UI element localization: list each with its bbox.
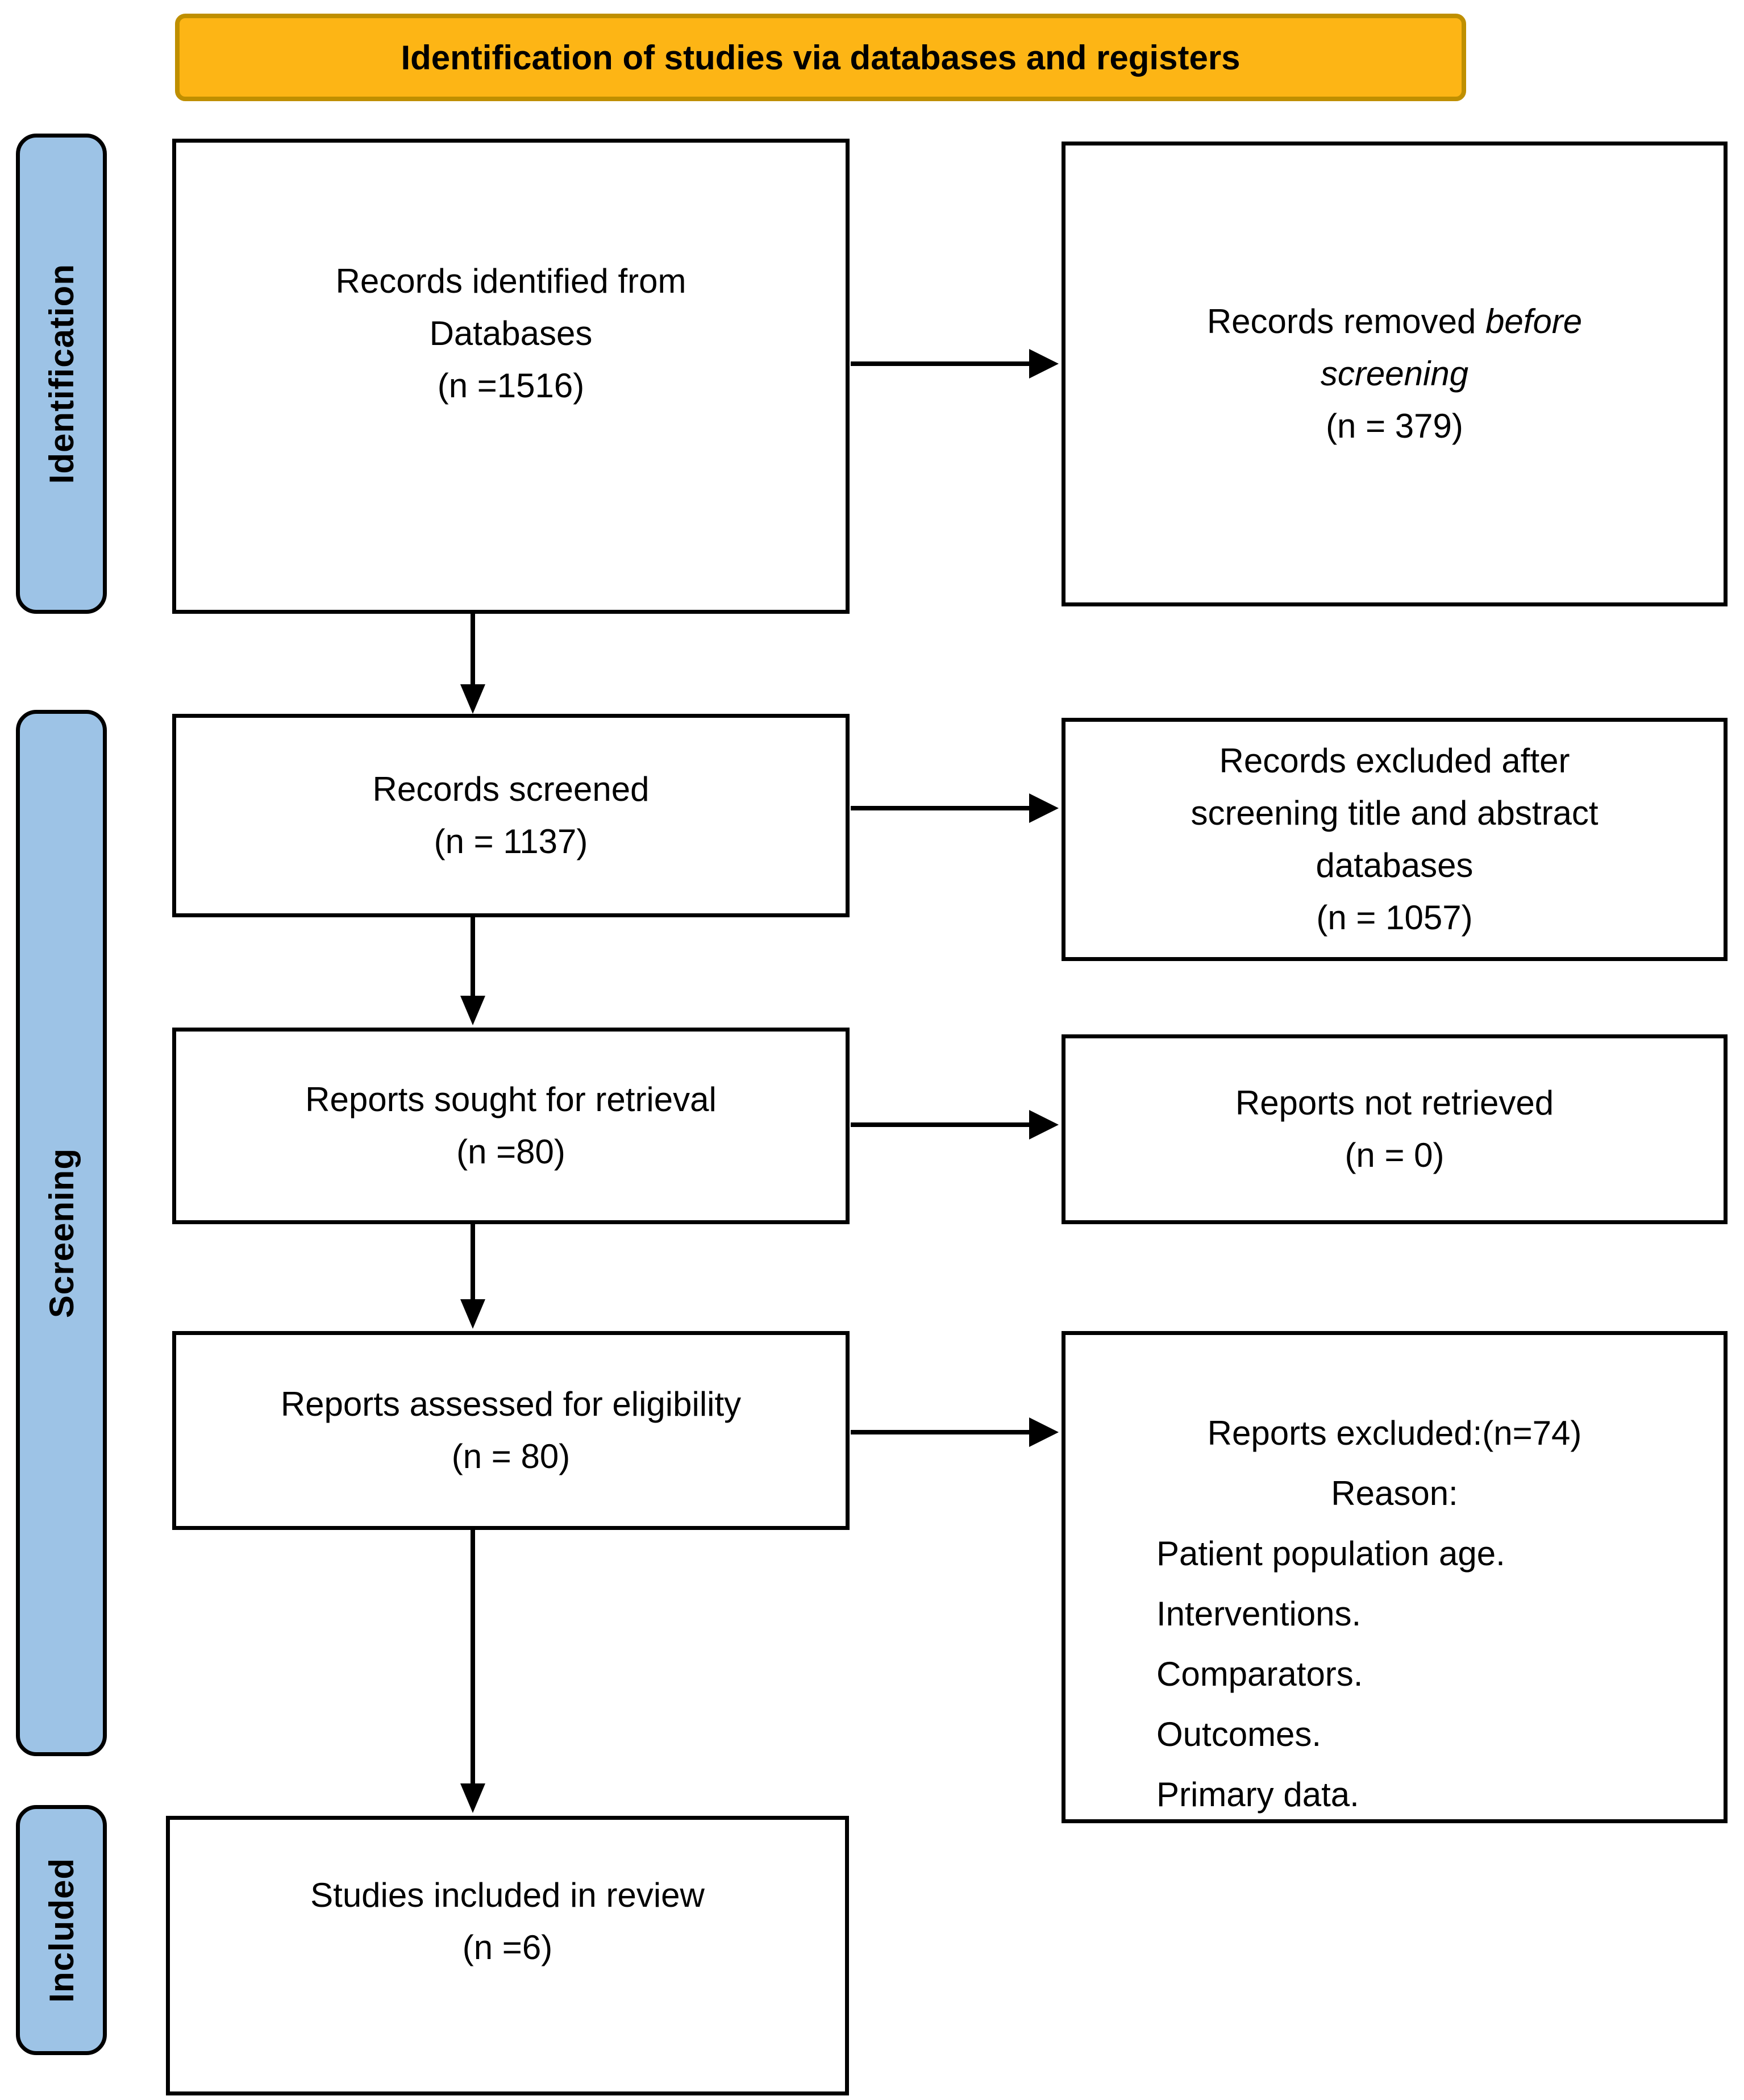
stage-included: Included xyxy=(16,1805,107,2055)
arrow-shaft xyxy=(471,1224,475,1300)
stage-identification-label: Identification xyxy=(42,263,81,484)
records-removed-count: (n = 379) xyxy=(1326,407,1463,445)
reports-sought-line: Reports sought for retrieval xyxy=(305,1080,717,1118)
arrow-shaft xyxy=(851,1122,1033,1127)
reason-item: Primary data. xyxy=(1156,1775,1359,1814)
box-records-screened: Records screened (n = 1137) xyxy=(172,714,850,917)
reason-item: Outcomes. xyxy=(1156,1715,1322,1753)
arrow-shaft xyxy=(471,1530,475,1785)
box-records-identified: Records identified from Databases (n =15… xyxy=(172,139,850,614)
arrow-sought-to-not-retrieved xyxy=(851,1110,1059,1140)
box-reports-not-retrieved: Reports not retrieved (n = 0) xyxy=(1062,1034,1728,1224)
records-excluded-line: databases xyxy=(1316,846,1474,884)
box-records-excluded: Records excluded after screening title a… xyxy=(1062,718,1728,961)
box-reports-excluded: Reports excluded:(n=74) Reason: Patient … xyxy=(1062,1331,1728,1823)
records-identified-count: (n =1516) xyxy=(437,367,585,405)
reason-item: Comparators. xyxy=(1156,1655,1363,1693)
arrow-down-head xyxy=(460,1299,485,1329)
records-screened-count: (n = 1137) xyxy=(434,822,588,860)
arrow-identified-to-removed xyxy=(851,349,1059,379)
box-studies-included: Studies included in review (n =6) xyxy=(166,1816,849,2095)
banner-identification-of-studies: Identification of studies via databases … xyxy=(175,14,1466,101)
reports-sought-count: (n =80) xyxy=(456,1133,565,1171)
records-removed-line: Records removed before xyxy=(1206,302,1583,340)
arrow-shaft xyxy=(471,917,475,997)
box-records-removed: Records removed before screening (n = 37… xyxy=(1062,142,1728,606)
records-excluded-count: (n = 1057) xyxy=(1316,899,1473,937)
records-excluded-line: Records excluded after xyxy=(1219,742,1570,780)
reports-excluded-subheader: Reason: xyxy=(1331,1474,1458,1512)
stage-screening: Screening xyxy=(16,710,107,1756)
arrow-identified-to-screened xyxy=(460,614,485,714)
arrow-down-head xyxy=(460,684,485,714)
reason-item: Interventions. xyxy=(1156,1595,1362,1633)
records-excluded-line: screening title and abstract xyxy=(1191,794,1599,832)
arrow-down-head xyxy=(460,1783,485,1813)
arrow-shaft xyxy=(851,1430,1033,1434)
reports-not-retrieved-line: Reports not retrieved xyxy=(1235,1084,1554,1122)
stage-identification: Identification xyxy=(16,134,107,614)
arrow-assessed-to-included xyxy=(460,1530,485,1813)
reports-excluded-header: Reports excluded:(n=74) xyxy=(1207,1414,1582,1452)
arrow-screened-to-excluded xyxy=(851,793,1059,823)
arrow-right-head xyxy=(1029,1110,1059,1140)
records-removed-line-italic: screening xyxy=(1320,355,1469,393)
records-identified-line: Databases xyxy=(429,314,593,352)
arrow-down-head xyxy=(460,996,485,1025)
records-screened-line: Records screened xyxy=(372,770,650,808)
arrow-right-head xyxy=(1029,1417,1059,1447)
arrow-right-head xyxy=(1029,793,1059,823)
studies-included-count: (n =6) xyxy=(462,1928,553,1966)
box-reports-sought: Reports sought for retrieval (n =80) xyxy=(172,1028,850,1224)
reports-assessed-line: Reports assessed for eligibility xyxy=(280,1385,742,1423)
stage-screening-label: Screening xyxy=(42,1147,81,1319)
records-identified-line: Records identified from xyxy=(335,262,686,300)
reports-excluded-reason-list: Patient population age. Interventions. C… xyxy=(1088,1524,1505,1825)
arrow-sought-to-assessed xyxy=(460,1224,485,1329)
arrow-screened-to-sought xyxy=(460,917,485,1025)
reports-not-retrieved-count: (n = 0) xyxy=(1345,1136,1445,1174)
banner-label: Identification of studies via databases … xyxy=(401,38,1241,77)
reason-item: Patient population age. xyxy=(1156,1535,1505,1573)
reports-assessed-count: (n = 80) xyxy=(451,1437,571,1475)
arrow-assessed-to-reports-excluded xyxy=(851,1417,1059,1447)
box-reports-assessed: Reports assessed for eligibility (n = 80… xyxy=(172,1331,850,1530)
arrow-right-head xyxy=(1029,349,1059,379)
studies-included-line: Studies included in review xyxy=(310,1876,705,1914)
arrow-shaft xyxy=(851,361,1033,366)
arrow-shaft xyxy=(851,806,1033,810)
stage-included-label: Included xyxy=(42,1857,81,2003)
arrow-shaft xyxy=(471,614,475,685)
